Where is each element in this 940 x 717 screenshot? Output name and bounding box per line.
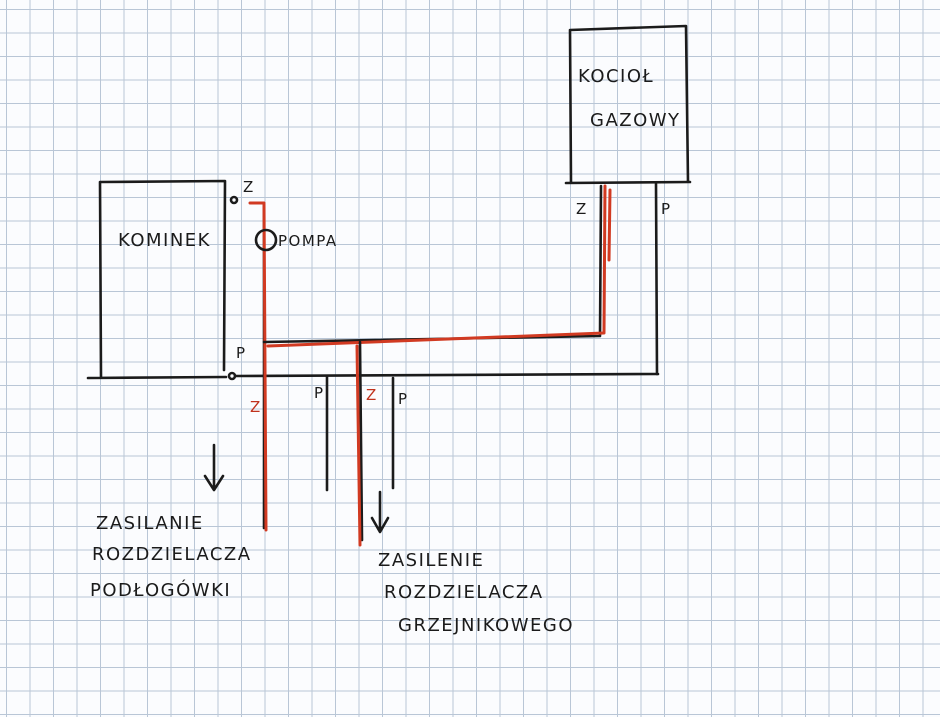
radiator-label-line2: ROZDZIELACZA: [384, 582, 544, 603]
supply-pipes: [248, 184, 612, 547]
label-z-boiler: Z: [576, 200, 588, 218]
fireplace-supply-pipe: [248, 201, 268, 532]
label-p-fireplace: P: [236, 344, 247, 362]
return-pipes: [227, 182, 660, 492]
label-p-boiler: P: [661, 200, 672, 218]
floor-heating-label-line1: ZASILANIE: [96, 513, 204, 534]
boiler-label-line1: KOCIOŁ: [578, 66, 654, 87]
boiler-label-line2: GAZOWY: [590, 110, 681, 131]
return-connector-o: [227, 371, 237, 381]
label-z-branch-2: Z: [366, 386, 378, 404]
label-p-branch-1: P: [314, 384, 325, 402]
fireplace-label: KOMINEK: [118, 230, 211, 251]
radiator-supply-pipe: [355, 344, 362, 547]
boiler-supply-pipe: [607, 188, 612, 262]
label-p-branch-2: P: [398, 390, 409, 408]
gas-boiler-box: [564, 24, 692, 185]
pump-label: POMPA: [278, 232, 338, 250]
down-arrow-icon: [370, 490, 390, 534]
radiator-label-line1: ZASILENIE: [378, 550, 484, 571]
supply-connector-o: [229, 195, 239, 205]
boiler-return-pipe: [654, 182, 659, 376]
floor-heating-label-line2: ROZDZIELACZA: [92, 544, 252, 565]
supply-main-pipe: [266, 184, 607, 348]
floor-heating-label-line3: PODŁOGÓWKI: [90, 579, 231, 601]
label-z-fireplace: Z: [243, 178, 255, 196]
radiator-label-line3: GRZEJNIKOWEGO: [398, 615, 574, 636]
fireplace-box: [86, 179, 228, 380]
pump-icon: [254, 228, 278, 252]
down-arrow-icon: [203, 443, 225, 492]
return-main-pipe: [233, 372, 660, 378]
label-z-branch-1: Z: [250, 398, 262, 416]
